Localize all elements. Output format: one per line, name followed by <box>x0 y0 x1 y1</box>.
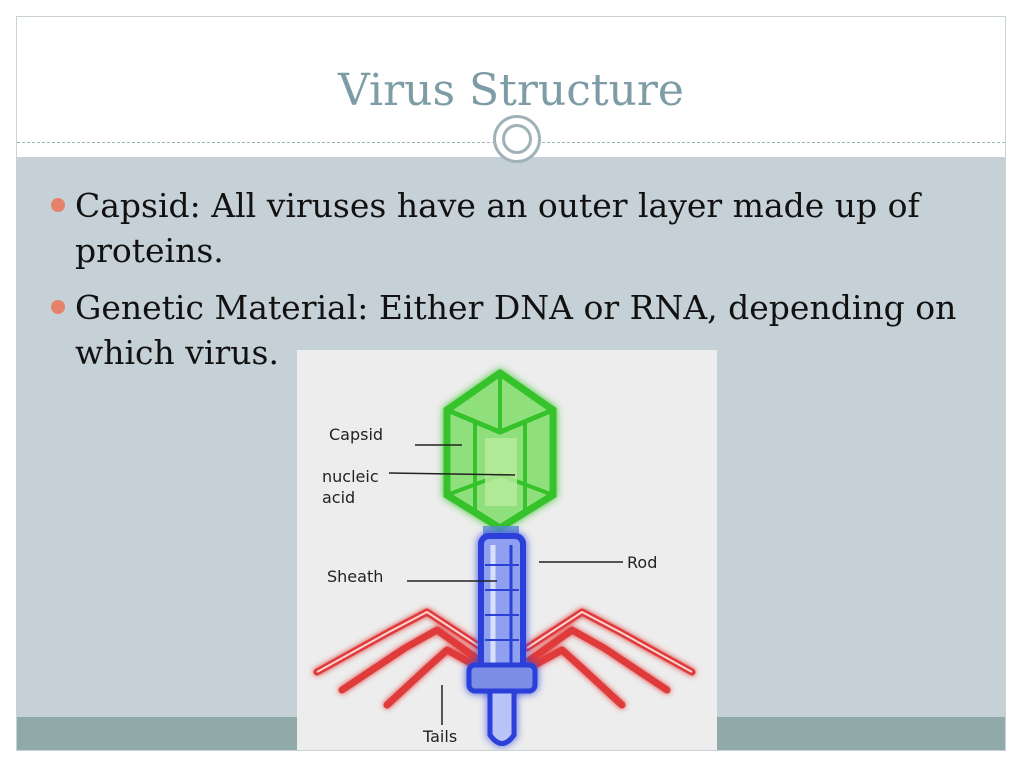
bullet-text: Capsid: All viruses have an outer layer … <box>75 186 920 270</box>
label-acid: acid <box>322 488 355 507</box>
bullet-item-genetic-material: Genetic Material: Either DNA or RNA, dep… <box>51 285 971 375</box>
bullet-text: Genetic Material: Either DNA or RNA, dep… <box>75 288 957 372</box>
bullet-dot-icon <box>51 198 65 212</box>
bullet-item-capsid: Capsid: All viruses have an outer layer … <box>51 183 971 273</box>
slide-title: Virus Structure <box>338 65 684 116</box>
tail-sheath <box>466 533 538 746</box>
capsid-head <box>443 368 557 533</box>
label-nucleic: nucleic <box>322 467 379 486</box>
bullet-list: Capsid: All viruses have an outer layer … <box>51 183 971 387</box>
label-capsid: Capsid <box>329 425 383 444</box>
label-tails: Tails <box>422 727 457 746</box>
label-sheath: Sheath <box>327 567 383 586</box>
bullet-dot-icon <box>51 300 65 314</box>
bacteriophage-illustration: Capsid nucleic acid Sheath Rod Tails <box>313 368 696 746</box>
label-rod: Rod <box>627 553 657 572</box>
circle-ornament-icon <box>493 115 541 163</box>
slide-frame: Virus Structure Capsid: All viruses have… <box>16 16 1006 751</box>
label-leaders <box>388 444 623 725</box>
bacteriophage-diagram: Capsid nucleic acid Sheath Rod Tails <box>297 350 717 750</box>
